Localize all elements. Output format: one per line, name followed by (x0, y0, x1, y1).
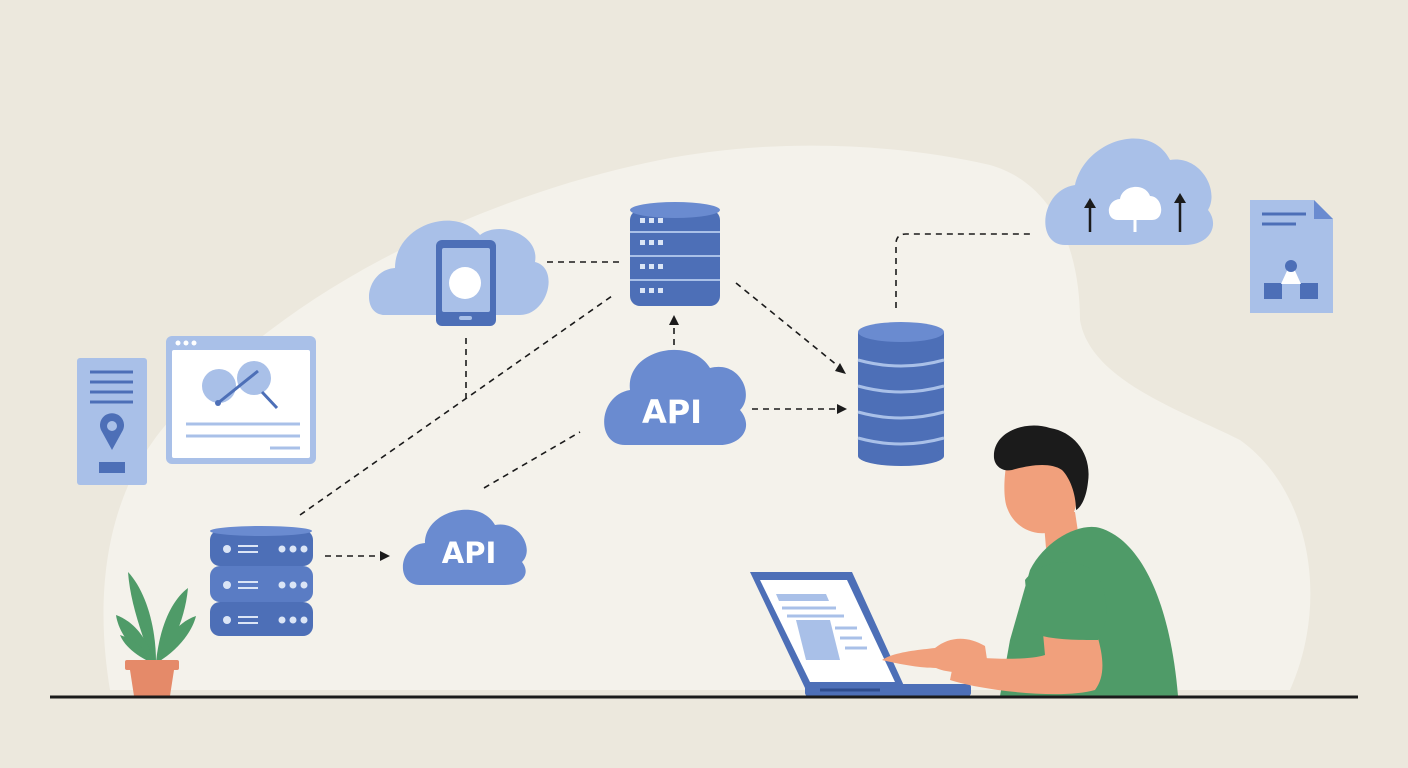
arrow-head-api-main-db (837, 404, 847, 414)
arrow-head-left-server (380, 551, 390, 561)
cloud-tablet-icon (368, 220, 549, 326)
browser-window-icon (166, 336, 316, 464)
connector-api-secondary-api-main (483, 431, 581, 489)
cloud-upload-icon (1045, 138, 1214, 245)
arrow-head-api-main-server (669, 315, 679, 325)
server-stack-icon (210, 526, 313, 636)
connector-lines (299, 233, 1033, 557)
plant-icon (116, 572, 196, 696)
location-document-icon (77, 358, 147, 485)
api-secondary-label: API (442, 536, 497, 570)
api-main-label: API (642, 393, 702, 431)
api-cloud-secondary-icon: API (402, 509, 527, 585)
api-cloud-main-icon: API (604, 349, 747, 445)
connector-left-server-top (299, 295, 613, 516)
connector-db-cloud (895, 233, 1033, 308)
database-icon (857, 322, 945, 466)
laptop-icon (750, 572, 971, 696)
document-icon (1250, 200, 1333, 313)
arrowheads (380, 315, 847, 561)
arrow-head-server-db (835, 363, 846, 374)
server-rack-icon (630, 202, 720, 306)
person-illustration (882, 425, 1178, 696)
